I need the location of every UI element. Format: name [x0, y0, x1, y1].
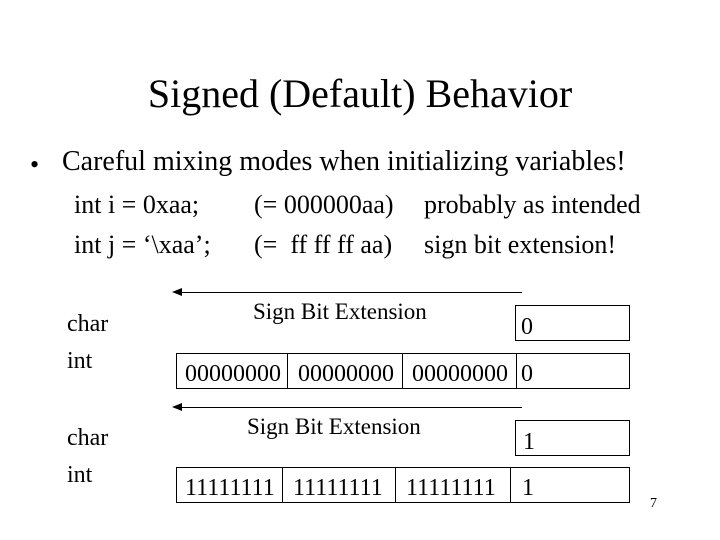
int-label: int: [67, 348, 93, 374]
arrow-left-icon: [172, 403, 182, 411]
char-register-box: 0: [515, 305, 630, 341]
byte-divider: [287, 354, 288, 388]
sign-extension-label: Sign Bit Extension: [247, 414, 421, 439]
int-byte: 11111111: [293, 475, 383, 501]
byte-divider: [395, 468, 396, 502]
slide-title: Signed (Default) Behavior: [147, 71, 573, 116]
char-bit: 0: [521, 314, 533, 340]
char-label: char: [67, 311, 109, 337]
int-register-box: 00000000 00000000 00000000 0: [176, 353, 630, 389]
bullet-icon: •: [30, 150, 40, 179]
char-bit: 1: [523, 429, 535, 455]
int-last-bit: 0: [521, 361, 533, 387]
int-byte: 00000000: [298, 361, 394, 387]
code-value-2: (= ff ff ff aa): [254, 230, 393, 259]
sign-extension-label: Sign Bit Extension: [253, 299, 427, 324]
byte-divider: [282, 468, 283, 502]
int-byte: 11111111: [406, 475, 496, 501]
int-byte: 00000000: [412, 361, 508, 387]
byte-divider: [510, 468, 511, 502]
int-register-box: 11111111 11111111 11111111 1: [176, 467, 630, 503]
code-value-1: (= 000000aa): [254, 190, 394, 219]
int-label: int: [67, 462, 93, 488]
byte-divider: [516, 354, 517, 388]
char-label: char: [67, 425, 109, 451]
int-byte: 00000000: [185, 361, 281, 387]
char-register-box: 1: [515, 420, 630, 456]
arrow-left-icon: [172, 288, 182, 296]
int-last-bit: 1: [522, 475, 534, 501]
byte-divider: [402, 354, 403, 388]
code-note-2: sign bit extension!: [424, 230, 617, 259]
code-decl-2: int j = ‘\xaa’;: [74, 230, 211, 259]
sign-extension-arrow: [176, 407, 522, 408]
code-note-1: probably as intended: [424, 190, 641, 219]
bullet-text: Careful mixing modes when initializing v…: [62, 146, 626, 177]
int-byte: 11111111: [185, 475, 275, 501]
page-number: 7: [650, 496, 657, 511]
code-decl-1: int i = 0xaa;: [74, 190, 200, 219]
sign-extension-arrow: [176, 292, 522, 293]
